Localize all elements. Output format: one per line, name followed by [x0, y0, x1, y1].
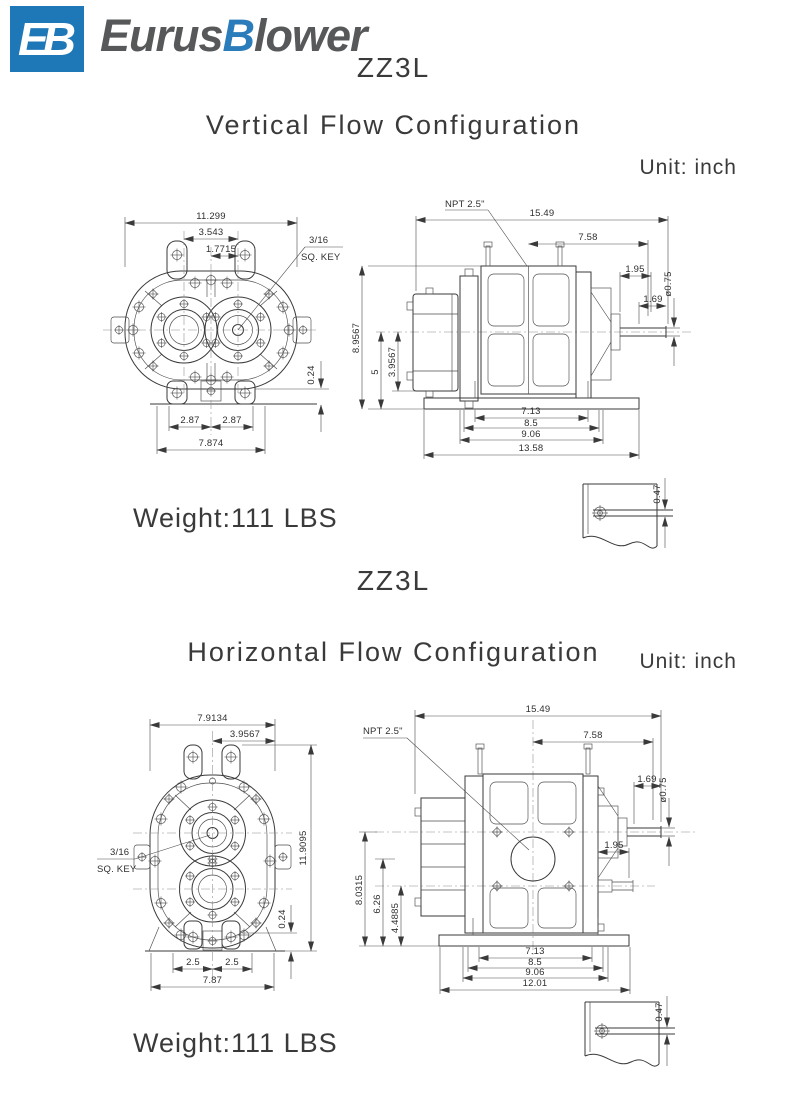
brand-logo-icon: EB	[10, 6, 84, 72]
dim-base-b: 8.5	[524, 418, 538, 429]
dim-overall-height: 11.9095	[298, 830, 309, 865]
dim-shaft-dia: ø0.75	[658, 777, 669, 802]
centerlines	[133, 731, 292, 979]
dim-195: 1.95	[625, 264, 644, 275]
dim-center-height: 5	[370, 369, 381, 374]
casing-outline	[110, 240, 317, 405]
weight-label: Weight:	[133, 1028, 232, 1058]
brand-name: EurusBlower	[100, 10, 368, 62]
key-note-line1: 3/16	[110, 847, 129, 858]
dim-overall-width: 11.299	[196, 211, 226, 222]
dim-195: 1.95	[604, 840, 623, 851]
dim-bore-spacing: 3.543	[199, 227, 224, 238]
unit-label-horizontal: Unit: inch	[639, 650, 737, 673]
dimensions: NPT 2.5" 15.49 7.58 1.95 1.69 ø0.75 8.95…	[351, 199, 680, 459]
dim-foot-slot: 0.47	[654, 1002, 665, 1021]
weight-label: Weight:	[133, 503, 232, 533]
weight-note-horizontal: Weight:111 LBS	[133, 1028, 338, 1059]
dim-overall-height: 8.9567	[351, 323, 362, 353]
machine-outline	[376, 241, 693, 410]
dim-foot-span: 7.874	[199, 438, 224, 449]
dim-right-span: 7.58	[583, 730, 602, 741]
dimensions: 7.9134 3.9567 3/16 SQ. KEY 11.9095 0.24 …	[97, 713, 317, 991]
vertical-foot-detail-drawing: 0.47	[582, 478, 673, 549]
dim-right-span: 7.58	[578, 232, 597, 243]
dim-169: 1.69	[643, 294, 662, 305]
logo-monogram: EB	[18, 13, 76, 65]
key-note-line2: SQ. KEY	[97, 864, 137, 875]
foot-bracket-outline	[582, 483, 673, 549]
dimensions: 0.47	[652, 478, 668, 548]
model-title-horizontal: ZZ3L	[356, 565, 431, 596]
dim-half-width: 3.9567	[230, 729, 260, 740]
centerlines	[103, 231, 319, 435]
dim-foot-offset: 0.24	[277, 909, 288, 928]
machine-outline	[375, 720, 695, 958]
dim-shaft-dia: ø0.75	[663, 271, 674, 296]
dimensions: 11.299 3.543 1.7715 3/16 SQ. KEY 0.24 2.…	[124, 211, 343, 454]
key-note-line2: SQ. KEY	[301, 252, 341, 263]
vertical-end-view-drawing: 11.299 3.543 1.7715 3/16 SQ. KEY 0.24 2.…	[103, 211, 343, 454]
port-callout: NPT 2.5"	[363, 726, 403, 737]
weight-value: 111 LBS	[231, 503, 338, 533]
horizontal-end-view-drawing: 7.9134 3.9567 3/16 SQ. KEY 11.9095 0.24 …	[97, 713, 317, 991]
vertical-config-heading: Vertical Flow Configuration	[205, 110, 582, 140]
dim-foot-left: 2.5	[186, 957, 200, 968]
dim-foot-right: 2.87	[222, 415, 241, 426]
dim-base-d: 12.01	[523, 978, 548, 989]
dim-base-a: 7.13	[525, 946, 544, 957]
dim-foot-right: 2.5	[225, 957, 239, 968]
dim-foot-offset: 0.24	[306, 365, 317, 384]
dim-base-c: 9.06	[521, 429, 540, 440]
dim-foot-slot: 0.47	[652, 484, 663, 503]
brand-name-suffix: lower	[254, 10, 368, 61]
dim-height-low: 4.4885	[390, 903, 401, 933]
vertical-side-view-drawing: NPT 2.5" 15.49 7.58 1.95 1.69 ø0.75 8.95…	[351, 199, 693, 459]
dim-foot-left: 2.87	[180, 415, 199, 426]
key-note-line1: 3/16	[309, 235, 328, 246]
dim-gear-height: 3.9567	[387, 347, 398, 377]
dimensions: 0.47	[654, 996, 670, 1066]
dim-169: 1.69	[637, 774, 656, 785]
horizontal-config-heading: Horizontal Flow Configuration	[187, 637, 600, 667]
dim-height-mid: 6.26	[372, 894, 383, 913]
unit-label-vertical: Unit: inch	[639, 156, 737, 179]
horizontal-side-view-drawing: NPT 2.5" 15.49 7.58 1.69 ø0.75 1.95 8.03…	[354, 704, 695, 994]
dim-base-a: 7.13	[521, 406, 540, 417]
dim-height-top: 8.0315	[354, 875, 365, 905]
dim-half-spacing: 1.7715	[206, 244, 236, 255]
foot-bracket-outline	[584, 1001, 675, 1067]
weight-note-vertical: Weight:111 LBS	[133, 503, 338, 534]
dim-base-b: 8.5	[528, 957, 542, 968]
model-title-vertical: ZZ3L	[356, 52, 431, 83]
dim-base-d: 13.58	[519, 443, 544, 454]
dim-foot-span: 7.87	[203, 975, 222, 986]
brand-name-prefix: Eurus	[100, 10, 224, 61]
port-callout: NPT 2.5"	[445, 199, 485, 210]
weight-value: 111 LBS	[231, 1028, 338, 1058]
dim-overall-width: 7.9134	[197, 713, 227, 724]
dim-overall-length: 15.49	[530, 208, 555, 219]
horizontal-foot-detail-drawing: 0.47	[584, 996, 675, 1067]
brand-name-accent: B	[222, 10, 255, 61]
dim-base-c: 9.06	[525, 967, 544, 978]
dimensions: NPT 2.5" 15.49 7.58 1.69 ø0.75 1.95 8.03…	[354, 704, 675, 994]
dim-overall-length: 15.49	[526, 704, 551, 715]
